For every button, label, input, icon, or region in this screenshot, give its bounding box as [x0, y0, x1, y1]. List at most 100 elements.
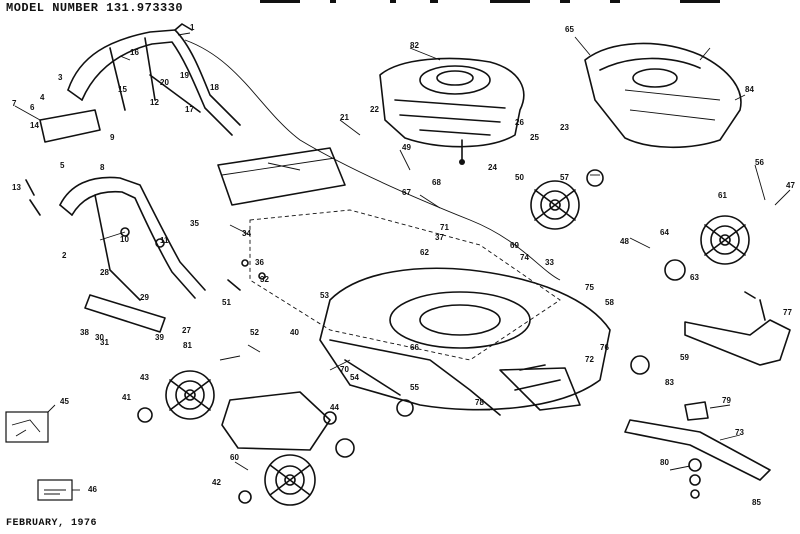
callout-20: 20 [160, 78, 169, 87]
callout-81: 81 [183, 341, 192, 350]
wheel-rear-left [264, 454, 316, 506]
callout-28: 28 [100, 268, 109, 277]
publication-date: FEBRUARY, 1976 [6, 518, 98, 529]
callout-25: 25 [530, 133, 539, 142]
callout-14: 14 [30, 121, 39, 130]
callout-34: 34 [242, 229, 251, 238]
callout-57: 57 [560, 173, 569, 182]
baffle-plate [217, 147, 346, 206]
callout-43: 43 [140, 373, 149, 382]
callout-12: 12 [150, 98, 159, 107]
callout-42: 42 [212, 478, 221, 487]
callout-35: 35 [190, 219, 199, 228]
callout-29: 29 [140, 293, 149, 302]
callout-44: 44 [330, 403, 339, 412]
callout-80: 80 [660, 458, 669, 467]
control-cable [184, 39, 561, 281]
callout-19: 19 [180, 71, 189, 80]
hardware-parts [137, 169, 702, 504]
callout-56: 56 [755, 158, 764, 167]
callout-53: 53 [320, 291, 329, 300]
callout-27: 27 [182, 326, 191, 335]
deflector-bracket [684, 291, 791, 366]
callout-69: 69 [510, 241, 519, 250]
callout-41: 41 [122, 393, 131, 402]
callout-65: 65 [565, 25, 574, 34]
wheel-front-right [700, 215, 750, 265]
callout-26: 26 [515, 118, 524, 127]
callout-1: 1 [190, 23, 195, 32]
callout-82: 82 [410, 41, 419, 50]
engine [379, 57, 525, 165]
callout-73: 73 [735, 428, 744, 437]
callout-83: 83 [665, 378, 674, 387]
detail-box-lower [37, 479, 73, 501]
callout-55: 55 [410, 383, 419, 392]
callout-84: 84 [745, 85, 754, 94]
callout-66: 66 [410, 343, 419, 352]
callout-22: 22 [370, 105, 379, 114]
callout-64: 64 [660, 228, 669, 237]
callout-61: 61 [718, 191, 727, 200]
callout-50: 50 [515, 173, 524, 182]
callout-47: 47 [786, 181, 795, 190]
rear-door [221, 391, 331, 451]
callout-38: 38 [80, 328, 89, 337]
callout-8: 8 [100, 163, 105, 172]
callout-63: 63 [690, 273, 699, 282]
callout-31: 31 [100, 338, 109, 347]
callout-24: 24 [488, 163, 497, 172]
callout-49: 49 [402, 143, 411, 152]
callout-30: 30 [95, 333, 104, 342]
callout-67: 67 [402, 188, 411, 197]
wheel-front-left [165, 370, 215, 420]
mower-deck [319, 267, 611, 416]
callout-45: 45 [60, 397, 69, 406]
callout-labels: 1 2 3 4 5 6 7 8 9 10 11 12 13 14 15 16 1… [12, 23, 795, 507]
wheel-rear-right [530, 180, 580, 230]
callout-71: 71 [440, 223, 449, 232]
callout-54: 54 [350, 373, 359, 382]
model-number-title: MODEL NUMBER 131.973330 [6, 1, 184, 15]
callout-72: 72 [585, 355, 594, 364]
callout-3: 3 [58, 73, 63, 82]
callout-51: 51 [222, 298, 231, 307]
callout-4: 4 [40, 93, 45, 102]
callout-79: 79 [722, 396, 731, 405]
callout-85: 85 [752, 498, 761, 507]
handle-brackets [25, 109, 266, 333]
callout-37: 37 [435, 233, 444, 242]
callout-48: 48 [620, 237, 629, 246]
callout-33: 33 [545, 258, 554, 267]
callout-70: 70 [340, 365, 349, 374]
callout-23: 23 [560, 123, 569, 132]
callout-76: 76 [600, 343, 609, 352]
callout-52: 52 [250, 328, 259, 337]
callout-74: 74 [520, 253, 529, 262]
callout-32: 32 [260, 275, 269, 284]
callout-46: 46 [88, 485, 97, 494]
callout-68: 68 [432, 178, 441, 187]
callout-77: 77 [783, 308, 792, 317]
leader-lines [14, 32, 791, 491]
callout-13: 13 [12, 183, 21, 192]
callout-36: 36 [255, 258, 264, 267]
upper-handle [67, 23, 241, 136]
callout-17: 17 [185, 105, 194, 114]
callout-58: 58 [605, 298, 614, 307]
callout-60: 60 [230, 453, 239, 462]
callout-10: 10 [120, 235, 129, 244]
header-marks [260, 0, 780, 6]
callout-75: 75 [585, 283, 594, 292]
deck-outline [249, 209, 561, 361]
callout-5: 5 [60, 161, 65, 170]
callout-39: 39 [155, 333, 164, 342]
engine-cover [584, 42, 742, 149]
callout-9: 9 [110, 133, 115, 142]
callout-59: 59 [680, 353, 689, 362]
callout-11: 11 [160, 236, 169, 245]
detail-box-upper [5, 411, 49, 443]
callout-16: 16 [130, 48, 139, 57]
callout-21: 21 [340, 113, 349, 122]
